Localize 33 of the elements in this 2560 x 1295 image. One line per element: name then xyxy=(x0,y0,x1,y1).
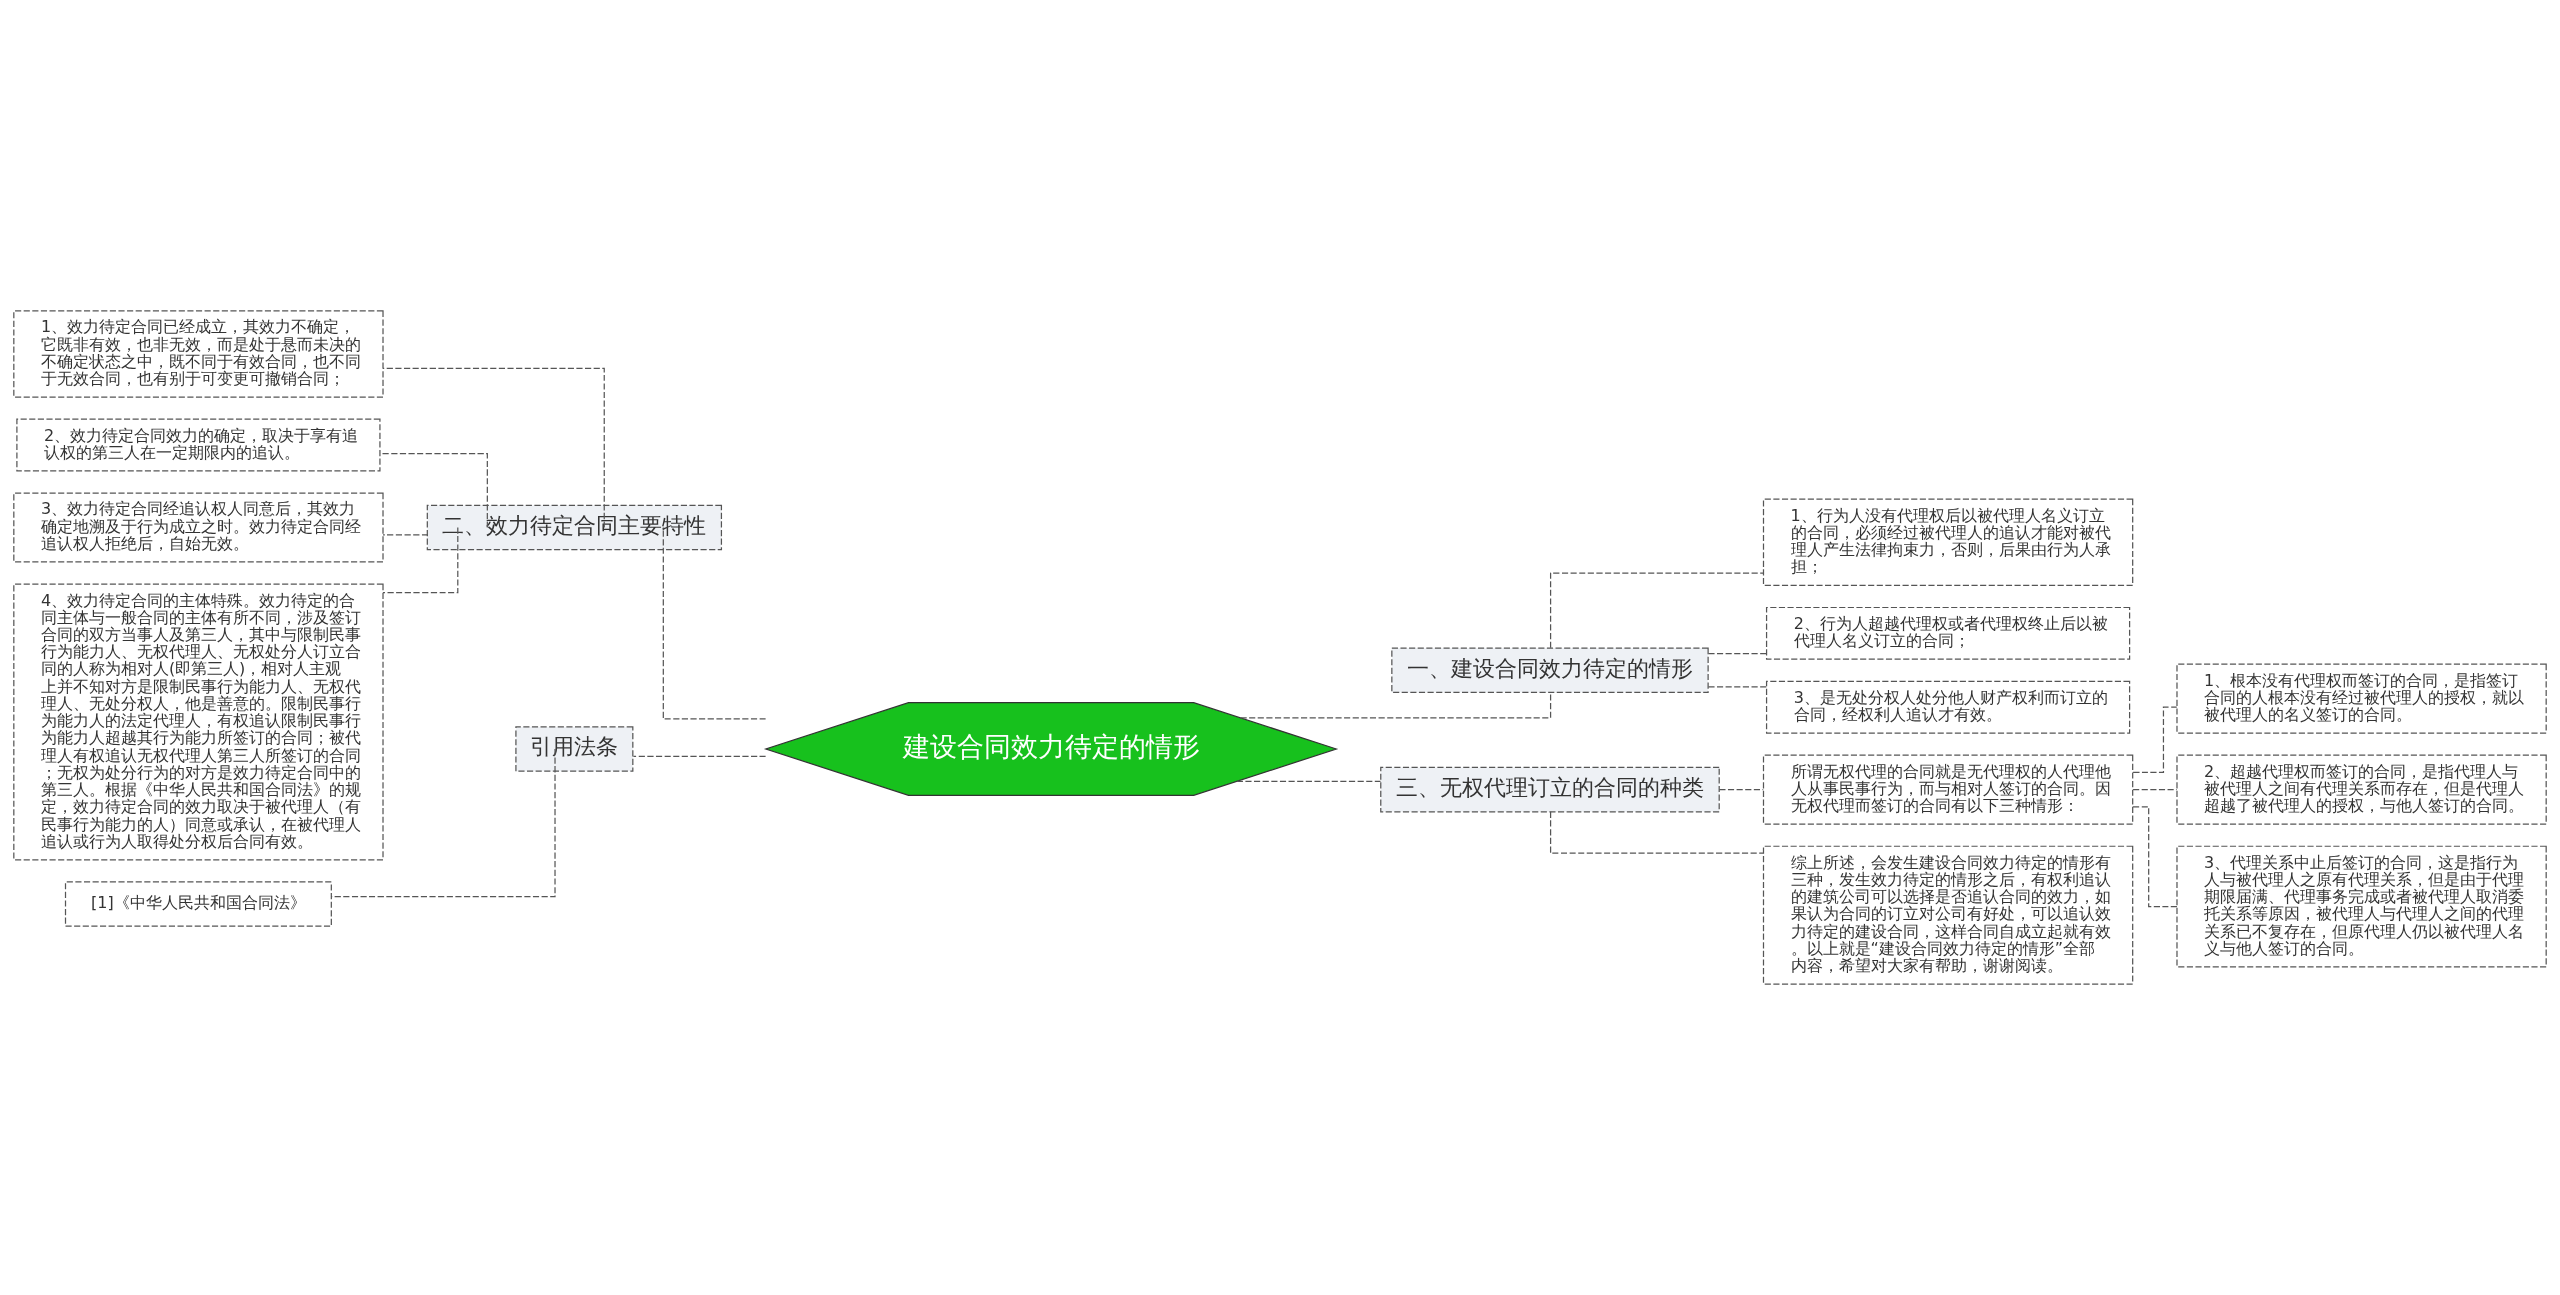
connector xyxy=(1236,780,1382,782)
node-box: 2、超越代理权而签订的合同，是指代理人与被代理人之间有代理关系而存在，但是代理人超越了被代理人的授权，与他人签订的合同。 xyxy=(2176,754,2547,825)
node-box: 所谓无权代理的合同就是无代理权的人代理他人从事民事行为，而与相对人签订的合同。因无权代理而签订的合同有以下三种情形： xyxy=(1762,754,2134,825)
connector xyxy=(1550,811,1764,854)
node-box: 2、效力待定合同效力的确定，取决于享有追认权的第三人在一定期限内的追认。 xyxy=(16,418,381,472)
connector xyxy=(379,453,488,529)
connector xyxy=(330,748,556,898)
node-box: 1、根本没有代理权而签订的合同，是指签订合同的人根本没有经过被代理人的授权，就以被代理人的名义签订的合同。 xyxy=(2176,663,2547,734)
connector xyxy=(1550,572,1764,649)
node-box: 引用法条 xyxy=(515,726,634,772)
node-box: 4、效力待定合同的主体特殊。效力待定的合同主体与一般合同的主体有所不同，涉及签订合同的双方当事人及第三人，其中与限制民事行为能力人、无权代理人、无权处分人订立合同的人称为相对人(即第三人)，相对人主观上并不知对方是限制民事行为能力人、无权代理人、无处分权人，他是善意的。限制民事行为能力人的法定代理人，有权追认限制民事行为能力人超越其行为能力所签订的合同；被代理人有权追认无权代理人第三人所签订的合同；无权为处分行为的对方是效力待定合同中的第三人。根据《中华人民共和国合同法》的规定，效力待定合同的效力取决于被代理人（有民事行为能力的人）同意或承认，在被代理人追认或行为人取得处分权后合同有效。 xyxy=(13,583,384,861)
node-box: 3、是无处分权人处分他人财产权利而订立的合同，经权利人追认才有效。 xyxy=(1765,680,2131,734)
connector xyxy=(382,526,459,594)
node-box: 1、行为人没有代理权后以被代理人名义订立的合同，必须经过被代理人的追认才能对被代理人产生法律拘束力，否则，后果由行为人承担； xyxy=(1762,498,2134,586)
node-box: 3、代理关系中止后签订的合同，这是指行为人与被代理人之原有代理关系，但是由于代理期限届满、代理事务完成或者被代理人取消委托关系等原因，被代理人与代理人之间的代理关系已不复存在，但原代理人仍以被代理人名义与他人签订的合同。 xyxy=(2176,845,2547,968)
connector xyxy=(2132,706,2178,774)
connector xyxy=(382,367,605,529)
node-box: 一、建设合同效力待定的情形 xyxy=(1391,647,1709,694)
node-box: 三、无权代理订立的合同的种类 xyxy=(1380,766,1720,813)
connector xyxy=(1718,789,1764,791)
node-box: 1、效力待定合同已经成立，其效力不确定，它既非有效，也非无效，而是处于悬而未决的不确定状态之中，既不同于有效合同，也不同于无效合同，也有别于可变更可撤销合同； xyxy=(13,310,384,398)
connector xyxy=(2132,789,2178,791)
connector xyxy=(1707,686,1768,688)
connector xyxy=(1707,653,1768,655)
node-box: [1]《中华人民共和国合同法》 xyxy=(64,881,332,927)
connector xyxy=(632,755,767,758)
connector xyxy=(662,526,767,720)
node-box: 2、行为人超越代理权或者代理权终止后以被代理人名义订立的合同； xyxy=(1765,606,2131,660)
connector xyxy=(1240,691,1552,719)
connector xyxy=(382,534,429,536)
node-box: 综上所述，会发生建设合同效力待定的情形有三种，发生效力待定的情形之后，有权利追认的建筑公司可以选择是否追认合同的效力，如果认为合同的订立对公司有好处，可以追认效力待定的建设合同，这样合同自成立起就有效。以上就是“建设合同效力待定的情形”全部内容，希望对大家有帮助，谢谢阅读。 xyxy=(1762,845,2134,985)
node-box: 二、效力待定合同主要特性 xyxy=(426,504,723,551)
node-box: 3、效力待定合同经追认权人同意后，其效力确定地溯及于行为成立之时。效力待定合同经追认权人拒绝后，自始无效。 xyxy=(13,492,384,563)
